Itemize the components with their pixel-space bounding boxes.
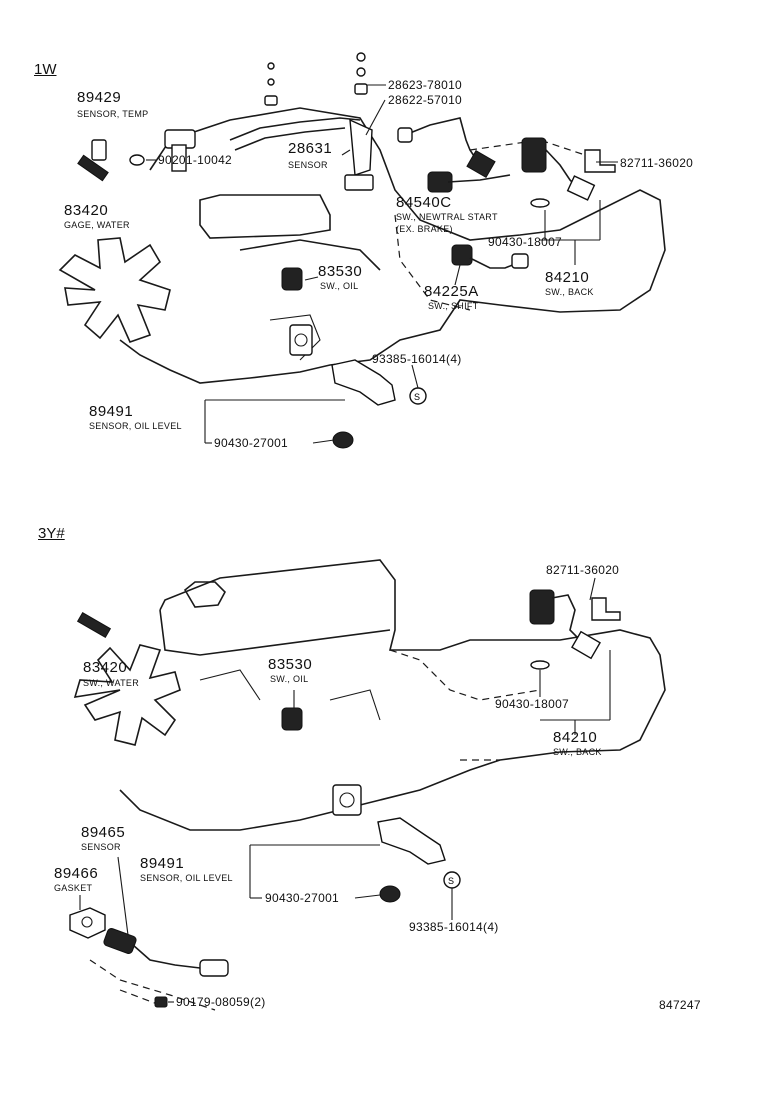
part-name-84210-3y: SW., BACK <box>553 747 602 757</box>
part-number-90430-18007-3y[interactable]: 90430-18007 <box>495 697 570 711</box>
section-title-3y: 3Y# <box>38 525 65 542</box>
part-number-93385-16014-3y[interactable]: 93385-16014(4) <box>409 920 499 934</box>
part-number-82711-36020-3y[interactable]: 82711-36020 <box>546 563 620 577</box>
part-number-90179-08059[interactable]: 90179-08059(2) <box>176 995 266 1009</box>
leader-lines-1w <box>146 84 618 444</box>
part-name-83420-3y: SW., WATER <box>83 678 139 688</box>
part-number-84210[interactable]: 84210 <box>545 269 590 286</box>
part-number-93385-16014[interactable]: 93385-16014(4) <box>372 352 462 366</box>
part-number-89466[interactable]: 89466 <box>54 865 99 882</box>
part-name-89491-3y: SENSOR, OIL LEVEL <box>140 873 233 883</box>
figure-id: 847247 <box>659 998 701 1012</box>
engine-1w-parts: S <box>77 52 616 449</box>
part-name-89491: SENSOR, OIL LEVEL <box>89 421 182 431</box>
part-number-83420[interactable]: 83420 <box>64 202 109 219</box>
part-number-83530[interactable]: 83530 <box>318 263 363 280</box>
part-number-90430-27001-3y[interactable]: 90430-27001 <box>265 891 340 905</box>
part-number-90430-18007[interactable]: 90430-18007 <box>488 235 563 249</box>
part-name-83530-3y: SW., OIL <box>270 674 309 684</box>
part-name-84225a: SW., SHIFT <box>428 301 479 311</box>
part-number-90430-27001[interactable]: 90430-27001 <box>214 436 289 450</box>
engine-3y-outline <box>73 559 666 1011</box>
part-number-28623-78010[interactable]: 28623-78010 <box>388 78 463 92</box>
part-name-89465: SENSOR <box>81 842 121 852</box>
part-number-89465[interactable]: 89465 <box>81 824 126 841</box>
part-number-90201-10042[interactable]: 90201-10042 <box>158 153 233 167</box>
part-number-84540c[interactable]: 84540C <box>396 194 452 211</box>
part-name-83530: SW., OIL <box>320 281 359 291</box>
part-name-28631: SENSOR <box>288 160 328 170</box>
svg-text:S: S <box>448 876 454 886</box>
part-number-89429[interactable]: 89429 <box>77 89 122 106</box>
part-number-28631[interactable]: 28631 <box>288 140 333 157</box>
part-name-84210: SW., BACK <box>545 287 594 297</box>
part-number-84225a[interactable]: 84225A <box>424 283 479 300</box>
part-number-82711-36020[interactable]: 82711-36020 <box>620 156 694 170</box>
part-number-89491-3y[interactable]: 89491 <box>140 855 185 872</box>
svg-text:S: S <box>414 392 420 402</box>
part-number-89491[interactable]: 89491 <box>89 403 134 420</box>
part-number-83530-3y[interactable]: 83530 <box>268 656 313 673</box>
part-name-83420: GAGE, WATER <box>64 220 130 230</box>
part-number-83420-3y[interactable]: 83420 <box>83 659 128 676</box>
engine-1w-outline <box>58 107 666 406</box>
part-name-84540c: SW., NEWTRAL START <box>396 212 498 222</box>
part-note-84540c: (EX. BRAKE) <box>396 224 453 234</box>
part-number-84210-3y[interactable]: 84210 <box>553 729 598 746</box>
part-name-89466: GASKET <box>54 883 93 893</box>
part-name-89429: SENSOR, TEMP <box>77 109 149 119</box>
section-title-1w: 1W <box>34 61 57 78</box>
part-number-28622-57010[interactable]: 28622-57010 <box>388 93 463 107</box>
leader-lines-3y <box>79 577 611 1003</box>
